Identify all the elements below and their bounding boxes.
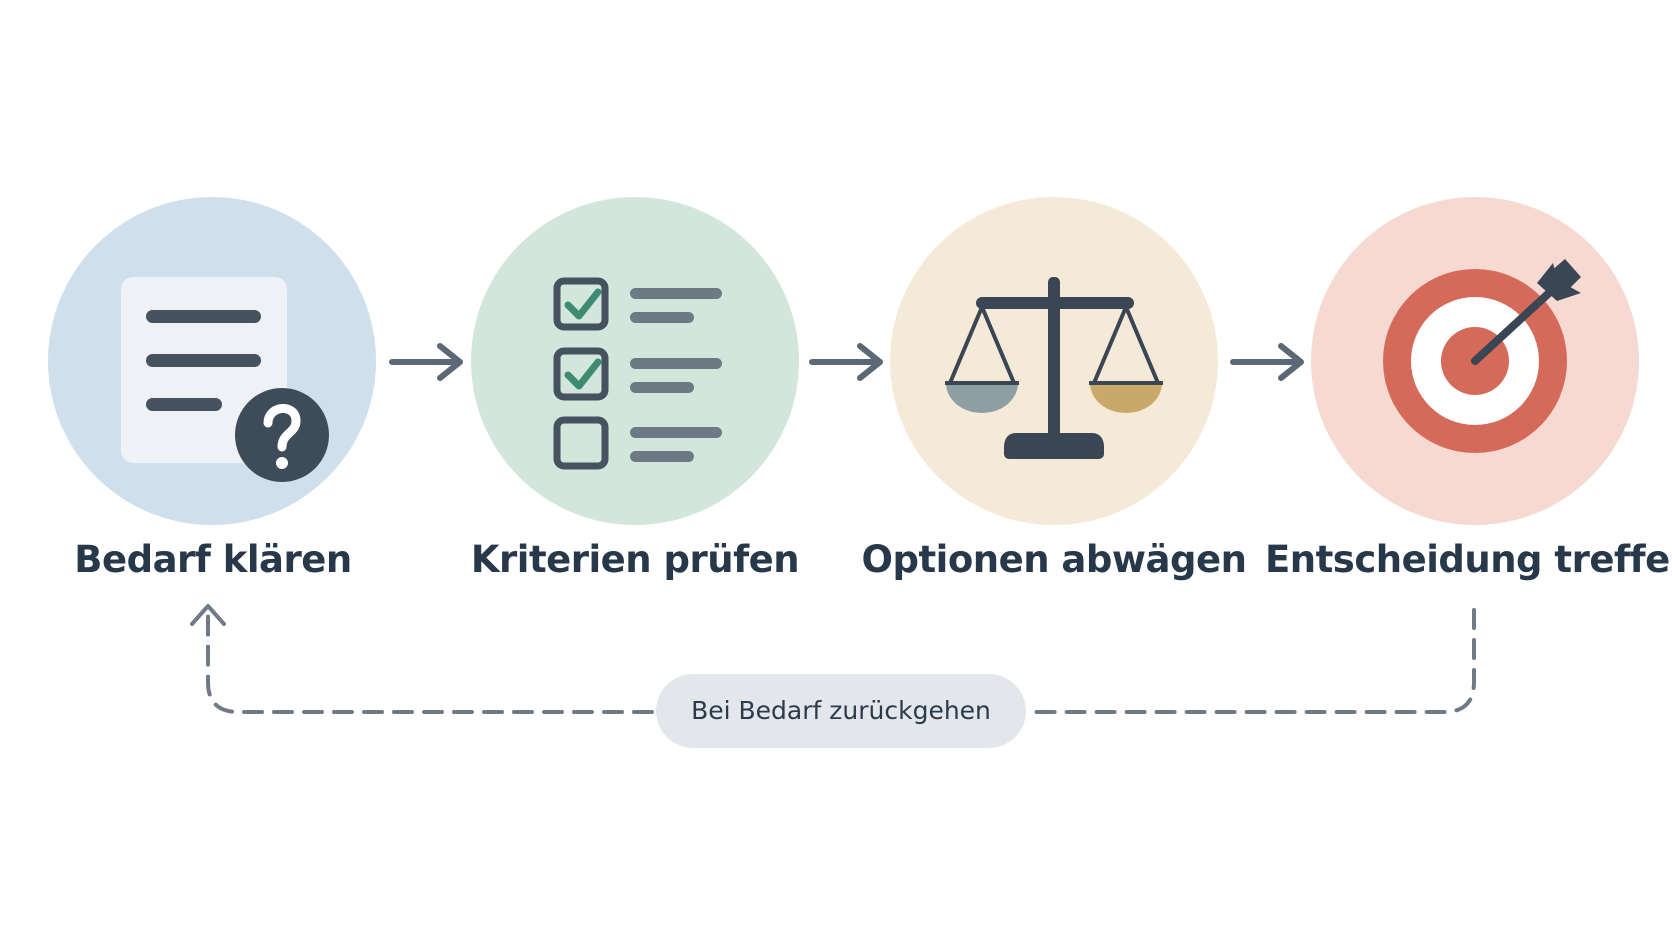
step-label-entscheidung: Entscheidung treffen [1265,538,1672,581]
step-circle-entscheidung [1311,197,1639,525]
loop-back-label: Bei Bedarf zurückgehen [656,674,1026,748]
checklist-icon [553,277,722,470]
document-question-icon [121,277,329,482]
arrow-right-icon [389,343,463,381]
arrow-right-icon [1230,343,1304,381]
balance-scale-icon [945,277,1163,459]
step-circle-kriterien [471,197,799,525]
step-circle-optionen [890,197,1218,525]
step-label-bedarf: Bedarf klären [74,538,352,581]
step-label-kriterien: Kriterien prüfen [470,538,800,581]
arrow-right-icon [809,343,883,381]
target-arrow-icon [1383,259,1581,453]
step-label-optionen: Optionen abwägen [861,538,1247,581]
step-circle-bedarf [48,197,376,525]
